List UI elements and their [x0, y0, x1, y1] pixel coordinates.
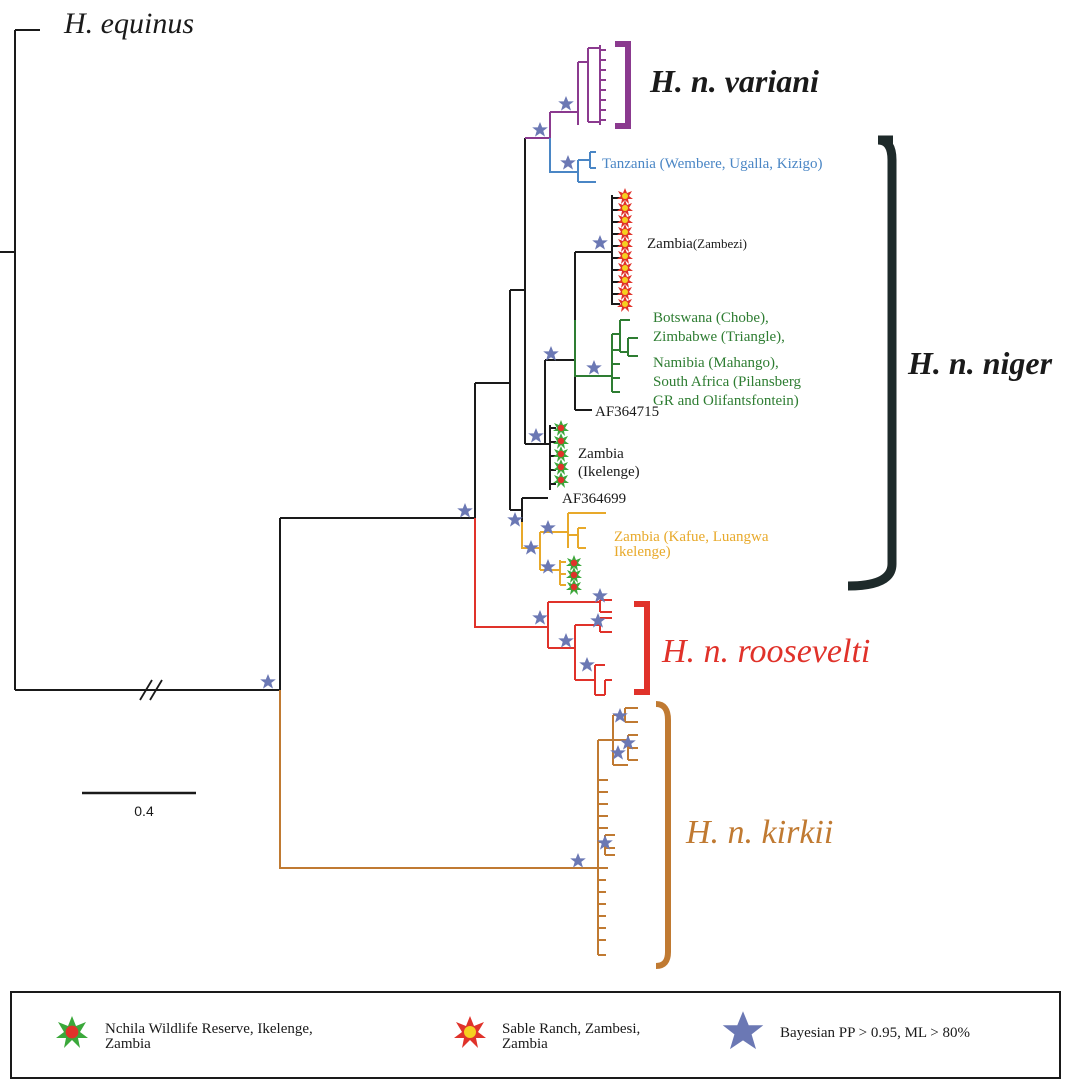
legend-nchila-line: Nchila Wildlife Reserve, Ikelenge,: [105, 1021, 313, 1037]
kafue-line: Zambia (Kafue, Luangwa: [614, 529, 769, 545]
outgroup-label: H. equinus: [63, 7, 194, 40]
scale-label: 0.4: [134, 803, 154, 819]
star-icon: [558, 633, 574, 648]
outgroup-branches: [0, 29, 280, 701]
zambezi-label: Zambia(Zambezi): [647, 236, 747, 252]
star-icon: [532, 122, 548, 137]
tanzania-branches: [549, 138, 596, 183]
legend-sable-line: Sable Ranch, Zambesi,: [502, 1021, 640, 1037]
star-icon: [507, 512, 523, 527]
variani-bracket: [615, 41, 631, 129]
star-icon: [457, 503, 473, 518]
southern-line: Botswana (Chobe),: [653, 310, 769, 326]
sable-markers: [617, 188, 633, 312]
nchila-reserve-icon: [553, 472, 569, 488]
zambezi-place: (Zambezi): [693, 236, 747, 251]
variani-branches: [525, 45, 606, 139]
clade-label-kirkii: H. n. kirkii: [685, 814, 833, 851]
nchila-icon: [56, 1016, 88, 1048]
nchila-reserve-icon: [566, 579, 582, 595]
kafue-branches: [521, 512, 606, 586]
legend-bayes: Bayesian PP > 0.95, ML > 80%: [780, 1025, 970, 1041]
southern-line: South Africa (Pilansberg: [653, 374, 802, 390]
support-stars: [260, 96, 636, 868]
kirkii-bracket: [655, 701, 671, 969]
star-icon: [570, 853, 586, 868]
star-icon: [560, 155, 576, 170]
star-icon: [586, 360, 602, 375]
star-icon: [540, 559, 556, 574]
zambezi-country: Zambia: [647, 236, 693, 252]
southern-line: Zimbabwe (Triangle),: [653, 329, 785, 345]
star-icon: [558, 96, 574, 111]
star-icon: [532, 610, 548, 625]
sable-ranch-icon: [454, 1016, 486, 1048]
accession-af364699: AF364699: [562, 491, 626, 507]
niger-branches: [525, 195, 620, 490]
star-icon: [543, 346, 559, 361]
southern-line: GR and Olifantsfontein): [653, 393, 799, 409]
bayesian-star-icon: [722, 1011, 764, 1050]
ikelenge-line: (Ikelenge): [578, 464, 640, 480]
accession-af364715: AF364715: [595, 404, 659, 420]
southern-branches: [574, 319, 638, 393]
roosevelti-branches: [547, 599, 612, 696]
niger-bracket: [847, 135, 897, 591]
legend-box: [10, 991, 1061, 1079]
tanzania-label: Tanzania (Wembere, Ugalla, Kizigo): [602, 156, 823, 172]
roosevelti-bracket: [634, 601, 650, 695]
star-icon: [579, 657, 595, 672]
clade-label-niger: H. n. niger: [907, 345, 1053, 381]
star-icon: [260, 674, 276, 689]
ikelenge-line: Zambia: [578, 446, 624, 462]
kafue-line: Ikelenge): [614, 544, 671, 560]
southern-line: Namibia (Mahango),: [653, 355, 779, 371]
star-icon: [592, 235, 608, 250]
southern-label: Botswana (Chobe), Zimbabwe (Triangle), N…: [653, 310, 802, 409]
star-icon: [528, 428, 544, 443]
ingroup-backbone: [279, 138, 598, 869]
clade-label-roosevelti: H. n. roosevelti: [661, 633, 870, 670]
legend-nchila-line: Zambia: [105, 1036, 151, 1052]
legend-sable-line: Zambia: [502, 1036, 548, 1052]
clade-label-variani: H. n. variani: [649, 63, 819, 99]
